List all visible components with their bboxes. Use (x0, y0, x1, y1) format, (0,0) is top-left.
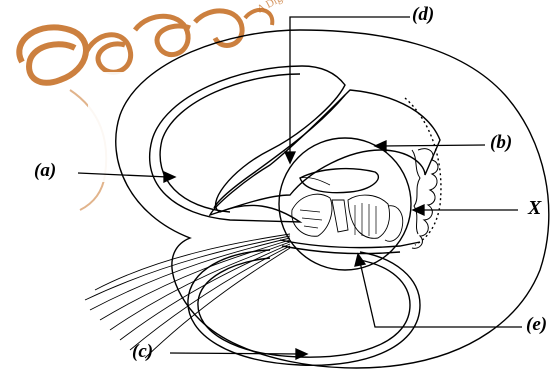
tectorial-membrane (300, 169, 378, 193)
hair-cells (292, 194, 403, 241)
label-a: (a) (34, 160, 56, 182)
label-b: (b) (490, 132, 512, 154)
scala-c-outline (188, 250, 420, 365)
cochlear-nerve-fibres (85, 234, 290, 358)
label-d: (d) (412, 4, 434, 26)
spiral-ligament (405, 98, 441, 245)
spiral-ganglion (412, 149, 438, 249)
label-c: (c) (132, 341, 153, 363)
scala-c-inner (198, 258, 410, 357)
label-e: (e) (526, 314, 547, 336)
label-x: X (528, 197, 541, 220)
overlay-panel (88, 72, 288, 182)
